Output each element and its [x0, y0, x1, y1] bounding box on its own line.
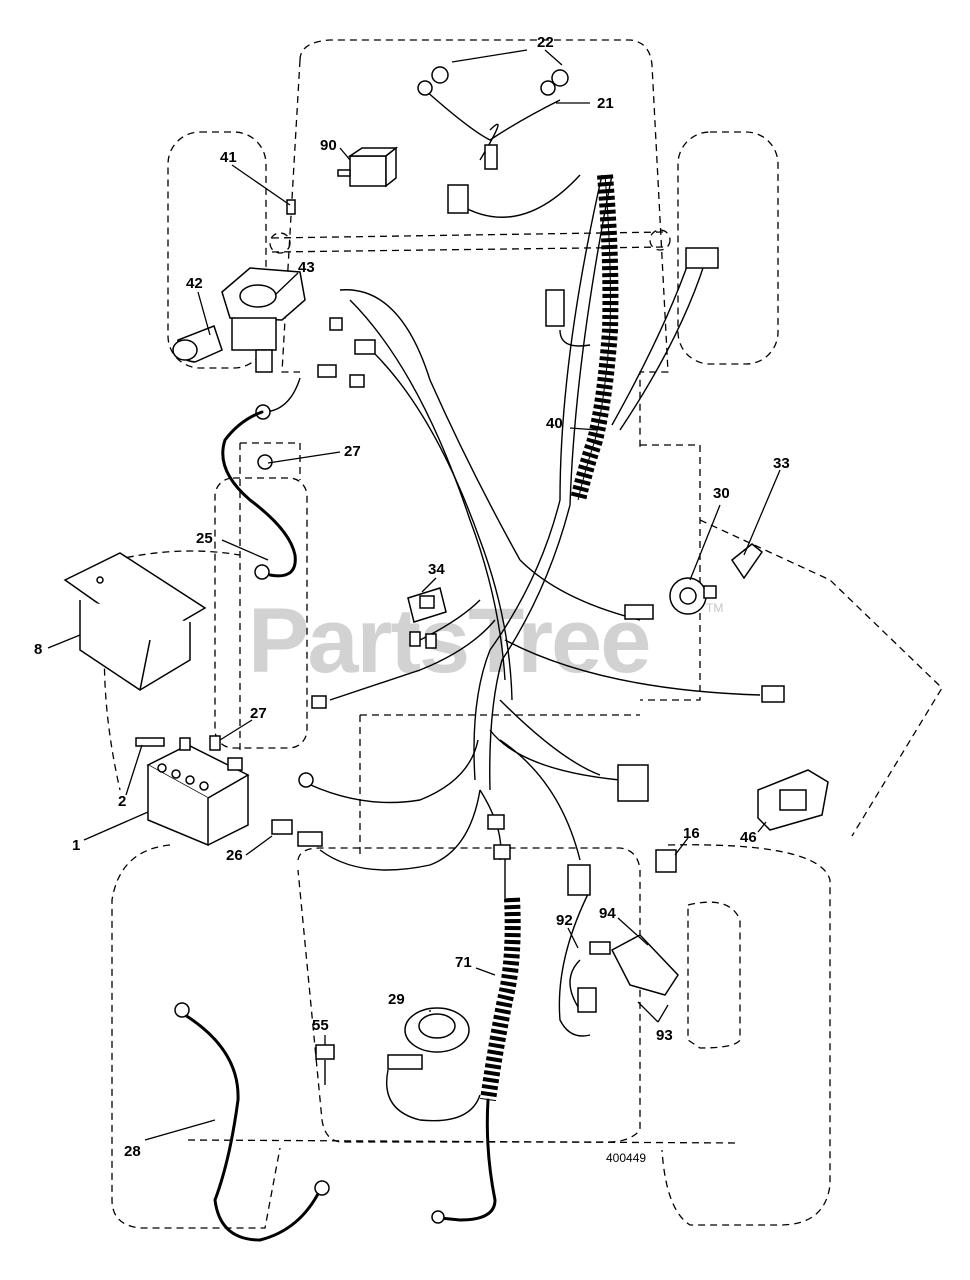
callout-1: 1 [72, 837, 80, 854]
solenoid-cable [221, 410, 297, 578]
callout-21: 21 [597, 95, 614, 112]
solenoid-assembly [172, 199, 306, 420]
callout-41: 41 [220, 149, 237, 166]
callout-27-lower: 27 [250, 705, 267, 722]
clip-part [655, 849, 677, 873]
callout-labels: 22 21 90 41 43 42 40 27 33 30 25 34 8 27… [34, 34, 790, 1160]
callout-94: 94 [599, 905, 616, 922]
callout-29: 29 [388, 991, 405, 1008]
battery-part [135, 735, 250, 847]
leader-lines [47, 49, 781, 1141]
fuse-part [271, 819, 323, 847]
callout-30: 30 [713, 485, 730, 502]
callout-28: 28 [124, 1143, 141, 1160]
harness-wires [264, 89, 761, 1122]
watermark-trademark: TM [706, 601, 723, 615]
callout-8: 8 [34, 641, 42, 658]
watermark-text: PartsTree [248, 590, 649, 692]
callout-16: 16 [683, 825, 700, 842]
drawing-number: 400449 [606, 1151, 646, 1165]
seat-switch-part [730, 543, 764, 580]
callout-27-upper: 27 [344, 443, 361, 460]
relay-part [337, 146, 399, 188]
callout-2: 2 [118, 793, 126, 810]
loose-terminal [311, 695, 327, 709]
interlock-switch-part [577, 934, 679, 1013]
callout-93: 93 [656, 1027, 673, 1044]
callout-46: 46 [740, 829, 757, 846]
diode-plug-part [387, 1007, 470, 1070]
ring-terminal [298, 772, 314, 788]
callout-90: 90 [320, 137, 337, 154]
callout-22: 22 [537, 34, 554, 51]
callout-25: 25 [196, 530, 213, 547]
headlight-bulbs [417, 66, 569, 170]
tractor-outline [103, 39, 943, 1229]
callout-34: 34 [428, 561, 445, 578]
harness-plug [567, 864, 591, 896]
callout-42: 42 [186, 275, 203, 292]
ignition-switch-part [624, 577, 717, 620]
harness-conduit [570, 174, 619, 502]
ground-wire-coil [431, 814, 521, 1224]
ammeter-connector [761, 685, 785, 703]
battery-ground-cable-part [174, 1002, 330, 1242]
callout-40: 40 [546, 415, 563, 432]
light-switch-part [407, 587, 447, 649]
ground-screw-part [315, 1044, 335, 1085]
multi-pin-connector [617, 764, 649, 802]
battery-box-part [63, 552, 207, 691]
callout-43: 43 [298, 259, 315, 276]
callout-55: 55 [312, 1017, 329, 1034]
callout-71: 71 [455, 954, 472, 971]
callout-26: 26 [226, 847, 243, 864]
harness-connectors-upper [317, 247, 719, 388]
ammeter-part [757, 769, 829, 831]
callout-92: 92 [556, 912, 573, 929]
callout-33: 33 [773, 455, 790, 472]
headlight-connector [447, 184, 469, 214]
